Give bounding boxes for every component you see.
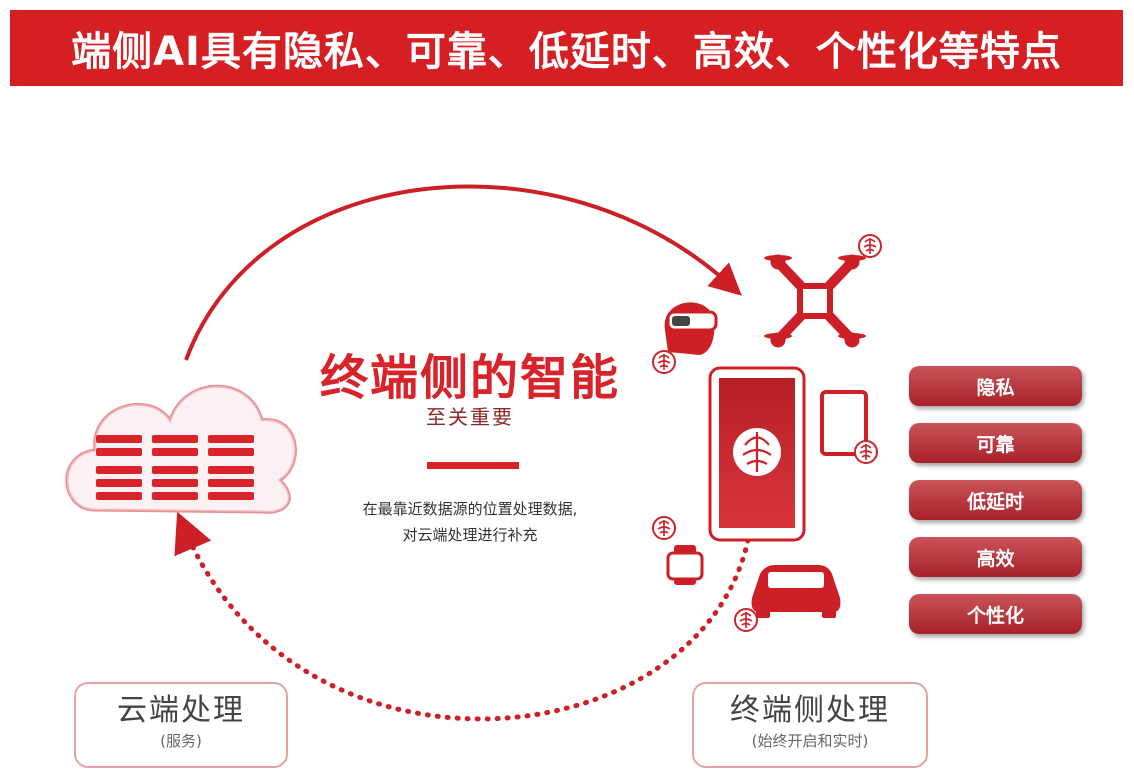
drone-icon	[764, 254, 866, 348]
vr-headset-icon	[664, 302, 718, 355]
center-description: 在最靠近数据源的位置处理数据, 对云端处理进行补充	[300, 496, 640, 548]
feature-privacy: 隐私	[909, 366, 1082, 406]
device-box-title: 终端侧处理	[730, 693, 890, 728]
feature-reliable: 可靠	[909, 423, 1082, 463]
cloud-box-subtitle: (服务)	[160, 732, 202, 750]
center-title: 终端侧的智能	[319, 350, 620, 406]
brain-chip-icon	[734, 608, 758, 632]
brain-chip-icon	[858, 234, 882, 258]
feature-personalized: 个性化	[909, 594, 1082, 634]
device-box-subtitle: (始终开启和实时)	[751, 732, 869, 750]
divider	[427, 462, 519, 469]
center-subtitle: 至关重要	[426, 405, 514, 429]
brain-chip-icon	[652, 516, 676, 540]
smartwatch-icon	[666, 545, 704, 585]
banner-title: 端侧AI具有隐私、可靠、低延时、高效、个性化等特点	[71, 29, 1062, 75]
cloud-box-title: 云端处理	[117, 693, 245, 728]
desc-line-2: 对云端处理进行补充	[402, 526, 538, 544]
cloud-server-icon	[65, 384, 297, 514]
tablet-icon	[820, 390, 868, 456]
brain-chip-icon	[652, 350, 676, 374]
desc-line-1: 在最靠近数据源的位置处理数据,	[362, 500, 578, 518]
smartphone-icon	[708, 366, 806, 542]
dotted-arc-arrow	[174, 511, 751, 722]
car-icon	[751, 565, 841, 618]
cloud-processing-box: 云端处理 (服务)	[74, 682, 288, 768]
solid-arc-arrow	[184, 184, 742, 361]
feature-low-latency: 低延时	[909, 480, 1082, 520]
brain-chip-icon	[854, 440, 878, 464]
banner: 端侧AI具有隐私、可靠、低延时、高效、个性化等特点	[10, 10, 1123, 86]
device-processing-box: 终端侧处理 (始终开启和实时)	[692, 682, 928, 768]
feature-efficient: 高效	[909, 537, 1082, 577]
